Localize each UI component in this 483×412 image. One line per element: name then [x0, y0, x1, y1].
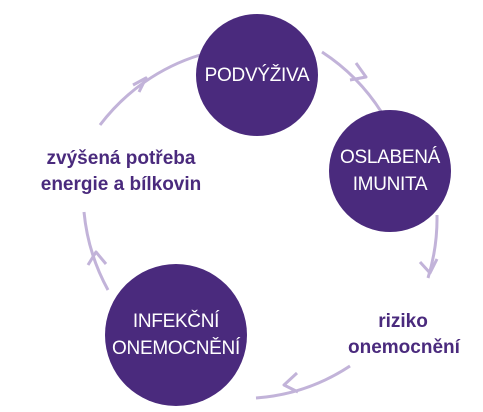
arrow-infekcni-to-zvysena	[82, 211, 110, 291]
label-riziko-onemocneni: riziko onemocnění	[348, 309, 460, 361]
node-infekcni-onemocneni-line-1: INFEKČNÍ	[132, 311, 220, 332]
label-riziko-onemocneni-line-1: riziko	[378, 311, 428, 332]
arrowhead-left	[86, 250, 108, 266]
node-oslabena-imunita: OSLABENÁ IMUNITA	[329, 110, 451, 232]
label-zvysena-potreba-line-1: zvýšená potřeba	[46, 148, 196, 169]
node-infekcni-onemocneni: INFEKČNÍ ONEMOCNĚNÍ	[105, 264, 247, 406]
arrowhead-top-left	[132, 76, 148, 93]
label-zvysena-potreba-line-2: energie a bílkovin	[40, 174, 202, 195]
arrow-zvysena-to-podvyziva	[98, 53, 201, 126]
arrowhead-right	[418, 258, 439, 275]
label-zvysena-potreba: zvýšená potřeba energie a bílkovin	[18, 146, 224, 198]
node-oslabena-imunita-line-2: IMUNITA	[352, 174, 428, 195]
node-oslabena-imunita-line-1: OSLABENÁ	[339, 147, 441, 168]
arrow-podvyziva-to-oslabena	[321, 50, 384, 114]
arrow-riziko-to-infekcni	[255, 364, 351, 400]
label-riziko-onemocneni-line-2: onemocnění	[348, 337, 460, 358]
node-infekcni-onemocneni-line-2: ONEMOCNĚNÍ	[112, 338, 240, 359]
arrow-oslabena-to-riziko	[426, 214, 439, 279]
node-podvyziva-line-1: PODVÝŽIVA	[204, 64, 310, 86]
arrowhead-top-right	[349, 62, 368, 82]
arrowhead-bottom	[282, 371, 299, 394]
node-podvyziva: PODVÝŽIVA	[196, 14, 318, 136]
